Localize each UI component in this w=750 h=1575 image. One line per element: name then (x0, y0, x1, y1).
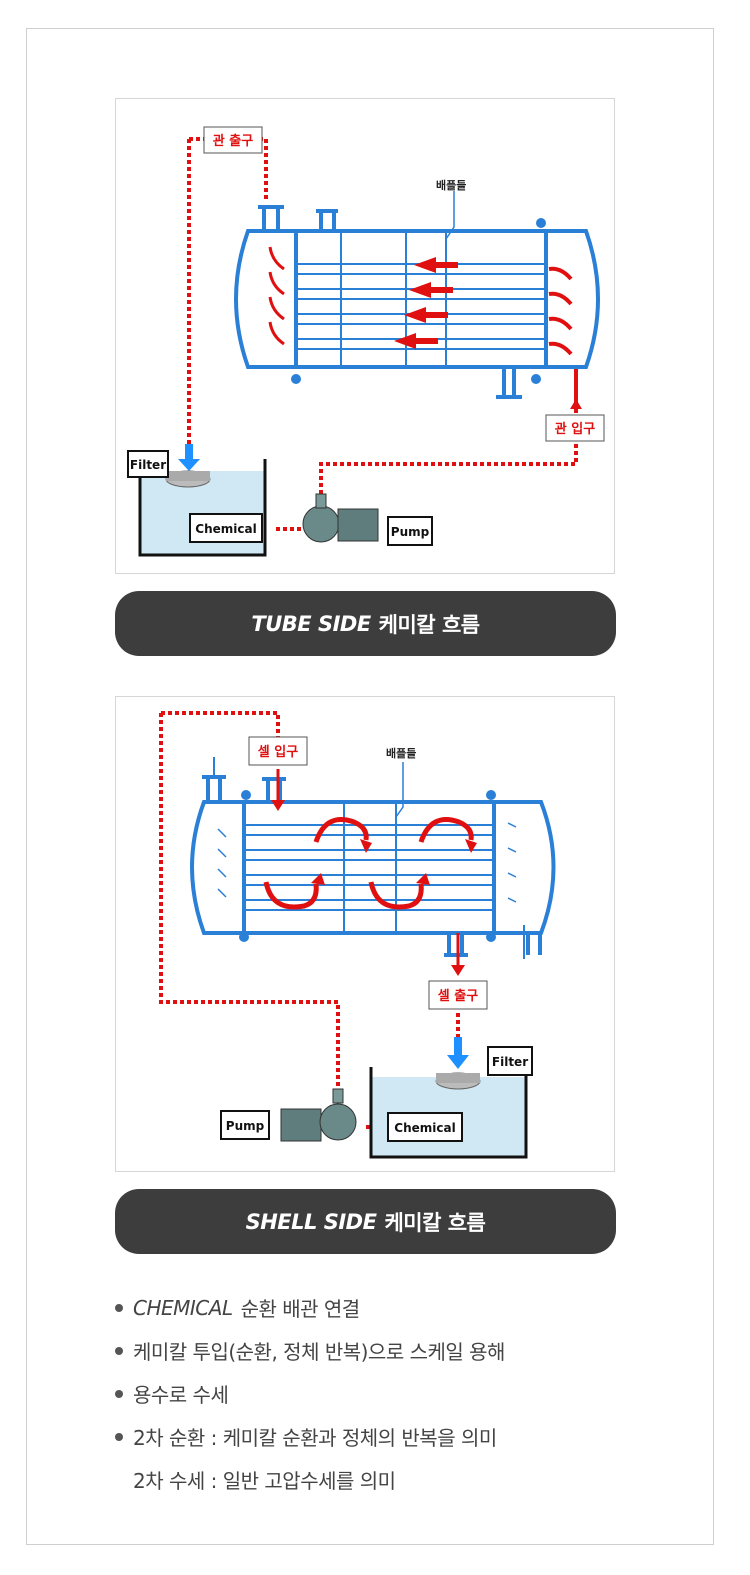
inlet-label: 셀 입구 (258, 745, 298, 760)
filter-body (166, 471, 210, 481)
tube-flow-arrows (394, 257, 458, 349)
chemical-label-box (189, 513, 263, 543)
vent-nozzle (241, 790, 251, 800)
bullet-icon (115, 1432, 123, 1441)
pump-icon (302, 493, 379, 543)
bullet-icon (115, 1303, 123, 1312)
support-foot (291, 374, 301, 384)
outlet-label-box (203, 126, 263, 154)
nozzles (258, 205, 522, 399)
note-text: 2차 수세 : 일반 고압수세를 의미 (133, 1469, 396, 1493)
shell-swirl-arrows (263, 817, 474, 910)
inlet-swirl-arrows (548, 266, 573, 356)
note-text: 케미칼 투입(순환, 정체 반복)으로 스케일 용해 (133, 1340, 505, 1364)
nozzles (202, 775, 542, 957)
down-arrow-icon (447, 1055, 469, 1069)
pump-label: Pump (391, 525, 430, 539)
tube-bundle (244, 824, 494, 911)
note-en: CHEMICAL (133, 1295, 233, 1320)
inlet-label: 관 입구 (555, 421, 595, 437)
content-frame (26, 28, 714, 1545)
shell-side-diagram: 배플들 셀 입구 (115, 696, 615, 1172)
support-foot (239, 932, 249, 942)
tube-bundle (296, 263, 546, 350)
chemical-label: Chemical (195, 522, 256, 536)
note-item: 2차 순환 : 케미칼 순환과 정체의 반복을 의미 (115, 1415, 675, 1458)
note-item: 케미칼 투입(순환, 정체 반복)으로 스케일 용해 (115, 1329, 675, 1372)
caption-ko: 케미칼 흐름 (384, 1210, 486, 1235)
circulation-piping (187, 137, 578, 531)
baffle-label: 배플들 (386, 746, 416, 760)
filter-label-box (487, 1046, 533, 1076)
note-text: 용수로 수세 (133, 1383, 229, 1407)
outlet-label: 셀 출구 (438, 988, 478, 1004)
chemical-label-box (387, 1112, 463, 1142)
chemical-label: Chemical (394, 1121, 455, 1135)
filter-label: Filter (492, 1055, 528, 1069)
note-text: 2차 순환 : 케미칼 순환과 정체의 반복을 의미 (133, 1426, 497, 1450)
note-text: 순환 배관 연결 (240, 1297, 361, 1321)
support-foot (486, 932, 496, 942)
down-arrow-icon (178, 459, 200, 471)
filter-label-box (127, 450, 169, 478)
tube-side-caption: TUBE SIDE 케미칼 흐름 (115, 591, 616, 656)
vent-nozzle (486, 790, 496, 800)
caption-ko: 케미칼 흐름 (378, 612, 480, 637)
outlet-swirl-arrows (268, 246, 285, 346)
pump-label-box (220, 1110, 270, 1140)
vent-nozzle (536, 218, 546, 228)
note-item: 2차 수세 : 일반 고압수세를 의미 (115, 1458, 675, 1501)
filter-body (436, 1073, 480, 1083)
small-flow-arrows (213, 757, 525, 959)
inlet-label-box (248, 736, 308, 766)
pump-label-box (387, 516, 433, 546)
inlet-label-box (545, 414, 605, 442)
support-foot (531, 374, 541, 384)
tube-side-diagram: 배플들 관 출구 관 입구 (115, 98, 615, 574)
caption-en: SHELL SIDE (245, 1209, 377, 1234)
filter-label: Filter (130, 458, 166, 472)
procedure-notes: CHEMICAL 순환 배관 연결 케미칼 투입(순환, 정체 반복)으로 스케… (115, 1286, 675, 1501)
note-item: CHEMICAL 순환 배관 연결 (115, 1286, 675, 1329)
pump-icon (280, 1088, 357, 1142)
caption-en: TUBE SIDE (251, 611, 371, 636)
note-item: 용수로 수세 (115, 1372, 675, 1415)
outlet-label-box (428, 980, 488, 1010)
shell-side-caption: SHELL SIDE 케미칼 흐름 (115, 1189, 616, 1254)
baffle-label: 배플들 (436, 178, 466, 192)
bullet-icon (115, 1346, 123, 1355)
heat-exchanger-vessel (190, 800, 556, 935)
pump-label: Pump (226, 1119, 265, 1133)
outlet-label: 관 출구 (213, 133, 253, 149)
bullet-icon (115, 1389, 123, 1398)
